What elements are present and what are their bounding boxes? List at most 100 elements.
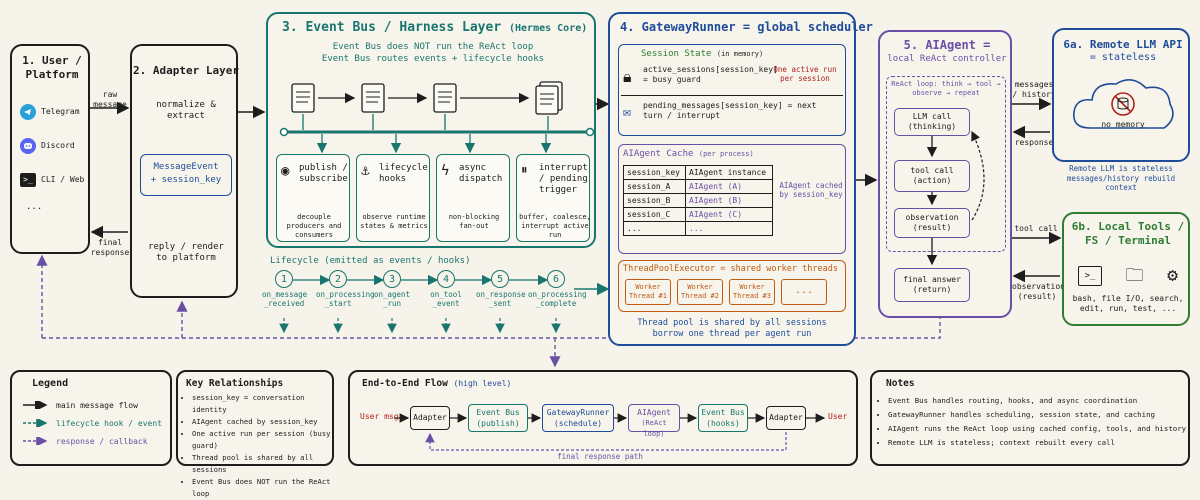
local-tools-panel: 6b. Local Tools / FS / Terminal >_ 🗀 ⚙ b… — [1062, 212, 1190, 326]
session-state-box: Session State (in memory) 🔒︎ active_sess… — [618, 44, 846, 136]
legend-title: Legend — [32, 378, 69, 389]
lifecycle-step-label: on_agent _run — [373, 290, 411, 308]
agent-title-2: local ReAct controller — [887, 54, 1007, 64]
tools-title: 6b. Local Tools / FS / Terminal — [1071, 220, 1185, 247]
table-cell: AIAgent (A) — [685, 179, 773, 194]
worker-thread-more: ... — [781, 279, 827, 305]
flow-node-sub: (hooks) — [706, 419, 740, 428]
no-memory-label: no memory — [1101, 120, 1145, 129]
table-header: session_key — [622, 165, 687, 180]
table-cell: ... — [622, 221, 687, 236]
flow-node-sub: (publish) — [476, 419, 520, 428]
lifecycle-step-label: on_processing _start — [316, 290, 375, 308]
llm-stateless-note: Remote LLM is stateless messages/history… — [1066, 164, 1176, 192]
card-desc: observe runtime states & metrics — [360, 213, 428, 230]
normalize-label: normalize & extract — [156, 100, 216, 121]
table-cell: AIAgent (B) — [685, 193, 773, 208]
flow-user-msg: User msg — [360, 412, 399, 421]
raw-message-label: raw message — [93, 90, 127, 109]
list-item: Event Bus handles routing, hooks, and as… — [888, 394, 1200, 408]
tool-call-label: tool call — [1014, 224, 1058, 233]
final-response-path-label: final response path — [557, 452, 643, 461]
platform-cli-web[interactable]: >_ CLI / Web — [20, 168, 88, 192]
card-label: interrupt / pending trigger — [539, 163, 588, 195]
final-answer-box: final answer (return) — [894, 268, 970, 302]
message-event-line2: + session_key — [150, 175, 222, 185]
user-platform-panel: 1. User / Platform Telegram Discord >_ C… — [10, 44, 90, 254]
lifecycle-step-number: 3 — [383, 270, 401, 288]
session-state-divider — [621, 95, 843, 96]
react-loop-label: ReAct loop: think → tool → observe → rep… — [891, 80, 1001, 97]
messages-history-label: messages / history — [1012, 80, 1056, 99]
lifecycle-title: Lifecycle (emitted as events / hooks) — [270, 256, 471, 266]
worker-thread: Worker Thread #1 — [625, 279, 671, 305]
flow-node-name: AIAgent — [637, 408, 671, 417]
react-loop-frame: ReAct loop: think → tool → observe → rep… — [886, 76, 1006, 252]
platform-discord[interactable]: Discord — [20, 134, 88, 158]
platform-list: Telegram Discord >_ CLI / Web ... — [20, 100, 88, 213]
lifecycle-step: 3 on_agent _run — [370, 270, 414, 308]
platform-label: Discord — [41, 141, 75, 150]
cache-title-row: AIAgent Cache (per process) — [623, 149, 754, 159]
adapter-layer-panel: 2. Adapter Layer normalize & extract Mes… — [130, 44, 239, 298]
event-doc-icon — [361, 83, 385, 113]
lifecycle-steps: 1 on_message _received 2 on_processing _… — [262, 270, 587, 330]
event-bus-note-2: Event Bus routes events + lifecycle hook… — [321, 54, 545, 64]
legend-item: main message flow — [22, 396, 168, 414]
table-row: session_C AIAgent (C) — [622, 207, 773, 222]
llm-title-2: = stateless — [1089, 52, 1157, 63]
observation-result-label: observation (result) — [1012, 282, 1065, 301]
callback-swatch — [23, 437, 48, 445]
notes-title: Notes — [886, 378, 915, 389]
card-label: lifecycle hooks — [379, 163, 428, 184]
lifecycle-chain — [293, 274, 549, 286]
remote-llm-panel: 6a. Remote LLM API = stateless no memory — [1052, 28, 1190, 162]
lifecycle-step-label: on_response _sent — [476, 290, 526, 308]
lifecycle-step: 4 on_tool _event — [424, 270, 468, 308]
final-response-label: final response — [90, 238, 130, 257]
cache-title: AIAgent Cache — [623, 149, 694, 159]
platform-more: ... — [26, 202, 43, 212]
table-row: ... ... — [622, 221, 773, 236]
pool-note-1: Thread pool is shared by all sessions — [637, 318, 827, 328]
table-row: session_B AIAgent (B) — [622, 193, 773, 208]
table-cell: session_C — [622, 207, 687, 222]
active-sessions-text: active_sessions[session_key] = busy guar… — [643, 65, 778, 84]
list-item: Remote LLM is stateless; context rebuilt… — [888, 436, 1200, 450]
flow-node-name: Event Bus — [701, 408, 745, 417]
broadcast-icon: ◉ — [281, 163, 290, 179]
flow-arrows — [394, 413, 826, 451]
card-desc: decouple producers and consumers — [286, 213, 342, 239]
flow-node-name: Event Bus — [476, 408, 520, 417]
list-item: session_key = conversation identity — [192, 392, 342, 416]
legend-label: response / callback — [56, 436, 148, 446]
card-label: publish / subscribe — [299, 163, 348, 184]
terminal-icon: >_ — [1078, 266, 1102, 286]
interrupt-trigger-card: ⏸ interrupt / pending trigger buffer, co… — [516, 154, 591, 242]
message-event-line1: MessageEvent — [153, 162, 219, 172]
platform-label: Telegram — [41, 107, 80, 116]
lifecycle-step-label: on_message _received — [262, 290, 308, 308]
relationships-list: session_key = conversation identity AIAg… — [182, 392, 342, 500]
lifecycle-step: 5 on_response _sent — [476, 270, 526, 308]
flow-node-event-bus-hooks: Event Bus (hooks) — [698, 404, 748, 432]
folder-icon: 🗀 — [1125, 265, 1144, 286]
list-item: AIAgent cached by session_key — [192, 416, 342, 428]
lifecycle-hook-arrows — [279, 318, 561, 334]
lock-icon: 🔒︎ — [623, 67, 632, 86]
llm-call-box: LLM call (thinking) — [894, 108, 970, 136]
flow-node-adapter-out: Adapter — [766, 406, 806, 430]
lifecycle-step-label: on_processing _complete — [528, 290, 587, 308]
pool-note-2: borrow one thread per agent run — [652, 329, 812, 339]
event-bus-title: 3. Event Bus / Harness Layer — [282, 20, 502, 35]
terminal-icon: >_ — [20, 173, 36, 187]
event-queue-graphic — [279, 81, 594, 154]
cache-sub: (per process) — [698, 150, 754, 158]
event-bus-title-row: 3. Event Bus / Harness Layer (Hermes Cor… — [282, 20, 592, 35]
platform-telegram[interactable]: Telegram — [20, 100, 88, 124]
event-bus-subtitle: (Hermes Core) — [508, 23, 588, 34]
flow-user-end: User — [828, 412, 848, 421]
lifecycle-step-number: 1 — [275, 270, 293, 288]
agent-cache-table: session_key AIAgent instance session_A A… — [622, 165, 773, 236]
session-state-title-row: Session State (in memory) — [641, 49, 763, 59]
